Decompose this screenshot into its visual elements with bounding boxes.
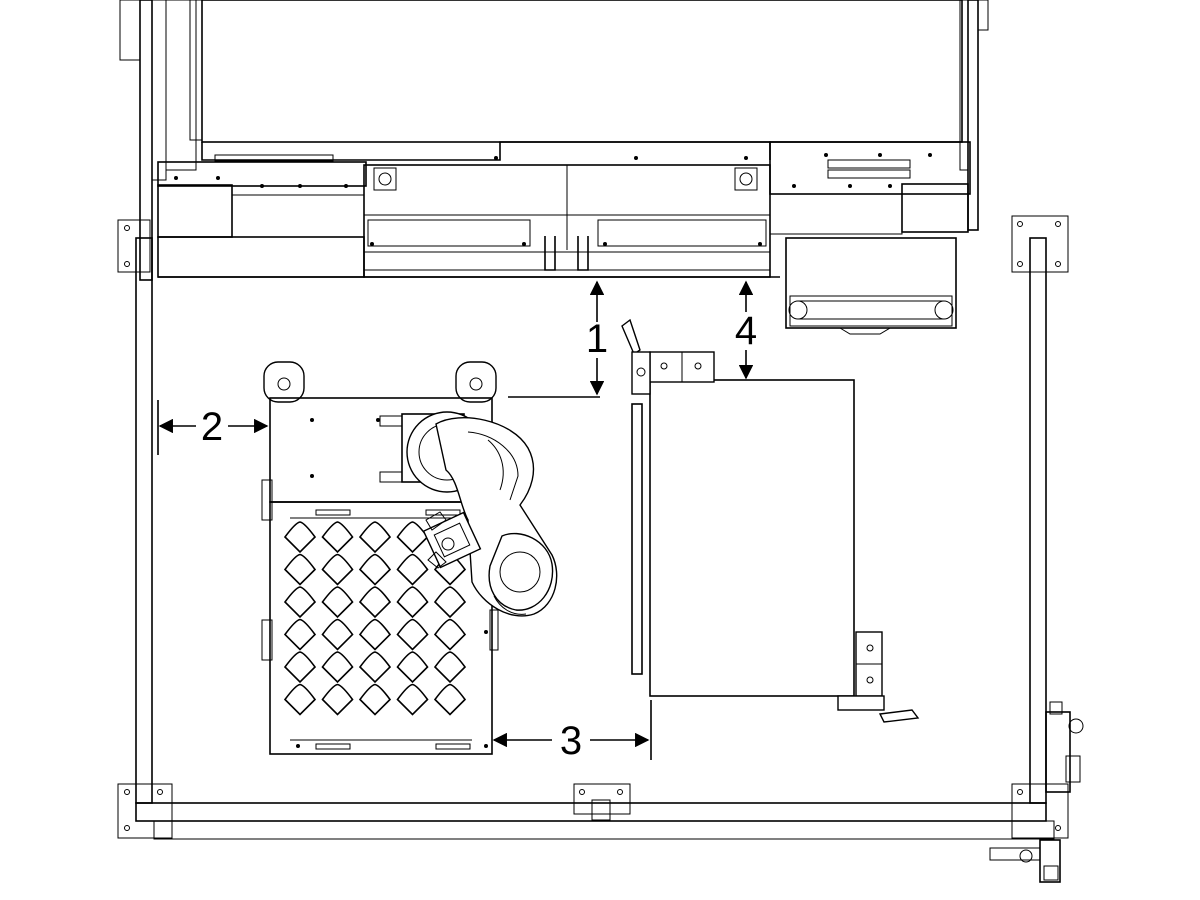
- pocket-cell: [321, 553, 354, 586]
- pocket-cell: [433, 651, 467, 684]
- pocket-cell: [396, 521, 429, 554]
- pocket-cell: [396, 618, 429, 651]
- pocket-cell: [283, 683, 317, 716]
- pocket-cell: [358, 521, 392, 554]
- pocket-cell: [396, 553, 429, 586]
- pocket-cell: [433, 683, 467, 716]
- work-table: [621, 318, 920, 723]
- pocket-cell: [283, 618, 317, 651]
- safety-fence: [117, 215, 1084, 883]
- pocket-cell: [358, 586, 392, 619]
- dimension-callout-1: 1: [586, 317, 608, 361]
- dimension-callout-4: 4: [735, 309, 757, 353]
- pocket-cell: [283, 651, 317, 684]
- machine-enclosure: [119, 0, 989, 335]
- pocket-cell: [396, 683, 429, 716]
- pocket-cell: [358, 553, 392, 586]
- pocket-cell: [358, 651, 392, 684]
- part-pocket-grid: [283, 521, 467, 716]
- pocket-cell: [358, 683, 392, 716]
- pocket-cell: [396, 586, 429, 619]
- pocket-cell: [283, 586, 317, 619]
- pocket-cell: [358, 618, 392, 651]
- pocket-cell: [433, 618, 467, 651]
- pocket-cell: [433, 586, 467, 619]
- dimension-lines: [157, 280, 754, 760]
- robot-arm: [406, 411, 558, 617]
- pocket-cell: [321, 651, 354, 684]
- pocket-cell: [321, 586, 354, 619]
- pocket-cell: [321, 521, 354, 554]
- pocket-cell: [283, 521, 317, 554]
- dimension-callout-2: 2: [201, 405, 223, 449]
- pocket-cell: [283, 553, 317, 586]
- pocket-cell: [321, 618, 354, 651]
- dimension-callout-3: 3: [560, 719, 582, 763]
- pocket-cell: [396, 651, 429, 684]
- pocket-cell: [321, 683, 354, 716]
